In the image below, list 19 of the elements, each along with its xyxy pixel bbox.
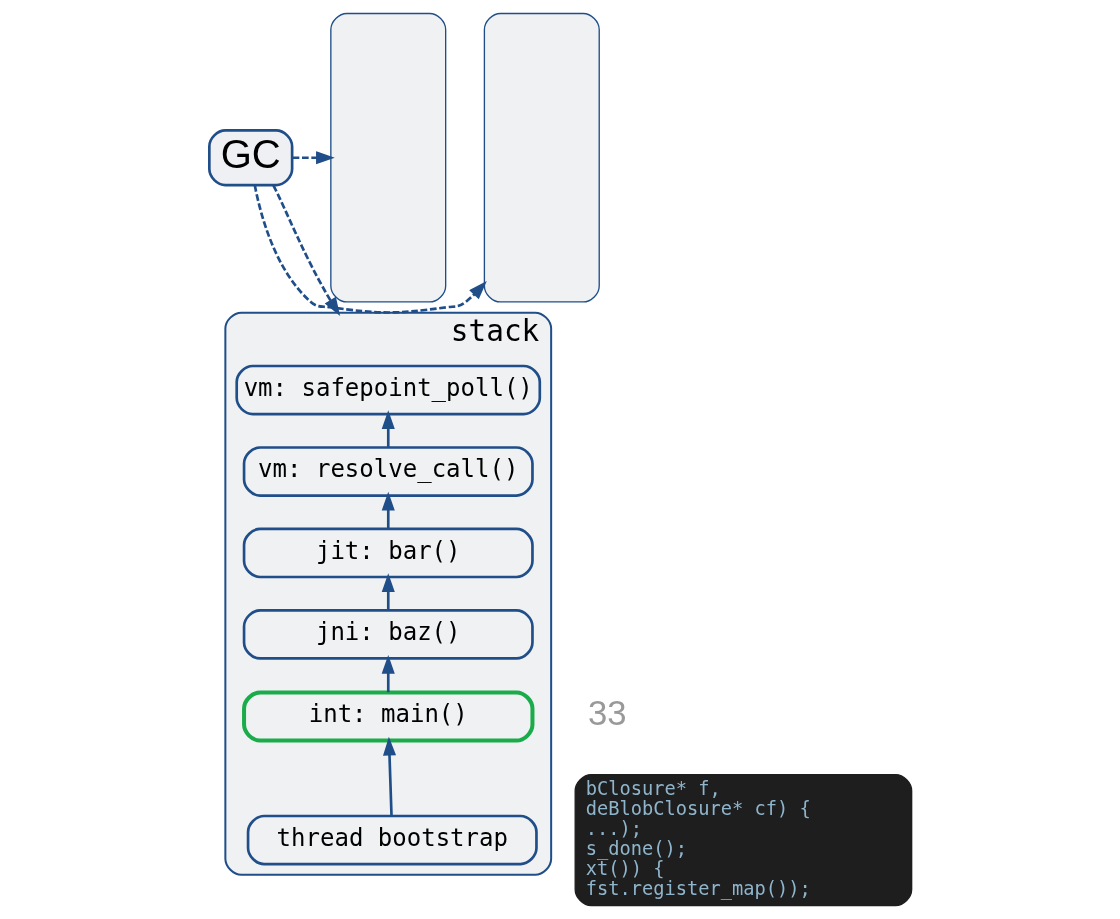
arrow bbox=[381, 573, 395, 611]
node-box: vm: safepoint_poll() bbox=[234, 364, 541, 416]
arrow bbox=[292, 151, 335, 165]
node-box: GC bbox=[207, 129, 293, 187]
arrow bbox=[253, 185, 487, 314]
node-box: jni: baz() bbox=[242, 609, 534, 660]
arrow bbox=[381, 654, 395, 693]
node-box: vm: resolve_call() bbox=[242, 446, 534, 497]
node-box: jit: bar() bbox=[242, 527, 534, 579]
arrow bbox=[381, 491, 395, 529]
node-box: bClosure* f, deBlobClosure* cf) { ...); s_done(); xt()) { fst.register_map()); bbox=[574, 773, 912, 907]
arrow bbox=[271, 185, 340, 317]
arrow bbox=[381, 410, 395, 448]
node-box: int: main() bbox=[241, 690, 534, 743]
label: 33 bbox=[587, 693, 627, 732]
node-box: thread bootstrap bbox=[246, 814, 538, 866]
arrow bbox=[382, 736, 396, 816]
node-box bbox=[329, 12, 446, 303]
node-box bbox=[483, 12, 600, 303]
